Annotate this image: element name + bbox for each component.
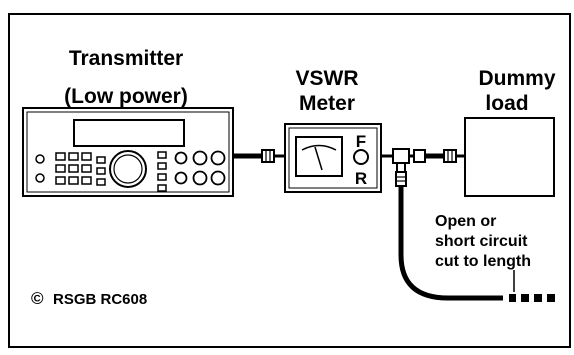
vswr-label-line1: VSWR (296, 67, 359, 90)
stub-label-line3: cut to length (435, 253, 531, 270)
radio-keypad-right (157, 151, 167, 192)
coax-transmitter-to-meter (233, 149, 285, 163)
coax-connector-icon (413, 149, 426, 163)
dummy-load-label-line2: load (485, 92, 528, 115)
radio-knob-icon (192, 170, 208, 186)
copyright-text: RSGB RC608 (53, 291, 147, 308)
dummy-load-label-line1: Dummy (478, 67, 555, 90)
radio-knob-icon (35, 173, 45, 183)
radio-knob-icon (210, 150, 226, 166)
coax-meter-to-load (381, 148, 465, 173)
tee-connector-icon (392, 148, 410, 164)
transmitter-label-line2: (Low power) (64, 85, 188, 108)
coax-connector-icon (261, 149, 275, 163)
figure-border (8, 13, 571, 348)
coax-connector-icon (395, 171, 407, 187)
radio-knob-icon (192, 150, 208, 166)
fwd-rev-switch-icon (353, 149, 369, 165)
meter-face (295, 136, 343, 177)
copyright-icon: © (31, 289, 44, 308)
meter-needle (314, 146, 323, 171)
stub-label-line2: short circuit (435, 233, 528, 250)
coax-connector-icon (443, 149, 457, 163)
vswr-label-line2: Meter (299, 92, 355, 115)
radio-display (73, 119, 185, 147)
meter-forward-label: F (356, 132, 366, 151)
tuning-dial-icon (109, 150, 147, 188)
radio-knob-icon (210, 170, 226, 186)
radio-knob-icon (174, 171, 188, 185)
meter-reverse-label: R (355, 169, 367, 188)
radio-keypad-left (55, 152, 92, 185)
vswr-meter: F R (284, 123, 382, 193)
transmitter-radio (22, 107, 234, 197)
meter-scale (301, 144, 337, 151)
stub-label-line1: Open or (435, 213, 496, 230)
radio-knob-icon (35, 154, 45, 164)
radio-knob-icon (174, 151, 188, 165)
coax-stub (395, 171, 555, 302)
dummy-load-box (464, 117, 555, 197)
transmitter-label-line1: Transmitter (69, 47, 183, 70)
